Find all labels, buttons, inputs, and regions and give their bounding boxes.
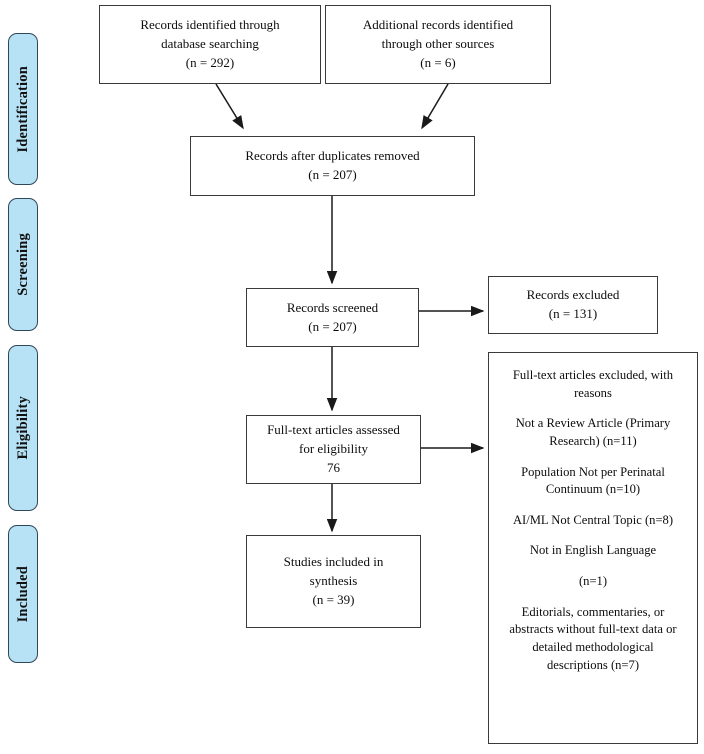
box-records-identified-database: Records identified through database sear… <box>99 5 321 84</box>
exclusion-reason-ai-ml-not-central: AI/ML Not Central Topic (n=8) <box>512 512 674 527</box>
exclusion-reason-not-english-count: (n=1) <box>578 574 608 588</box>
box-text-duplicates-removed: Records after duplicates removed (n = 20… <box>245 148 420 182</box>
box-text-database-search: Records identified through database sear… <box>140 17 280 70</box>
box-records-excluded: Records excluded (n = 131) <box>488 276 658 334</box>
stage-label-screening: Screening <box>14 233 31 296</box>
stage-pill-included: Included <box>8 525 38 663</box>
box-text-studies-included: Studies included in synthesis (n = 39) <box>283 554 384 607</box>
arrow-database-to-duplicates <box>215 83 244 130</box>
stage-label-identification: Identification <box>14 65 31 153</box>
exclusion-reasons-list: Full-text articles excluded, with reason… <box>495 363 691 674</box>
stage-label-included: Included <box>14 565 31 623</box>
stage-label-eligibility: Eligibility <box>14 396 31 460</box>
box-records-screened: Records screened (n = 207) <box>246 288 419 347</box>
box-fulltext-excluded-with-reasons: Full-text articles excluded, with reason… <box>488 352 698 744</box>
exclusion-heading: Full-text articles excluded, with reason… <box>512 368 674 400</box>
exclusion-reason-population: Population Not per Perinatal Continuum (… <box>521 464 665 497</box>
box-fulltext-articles-assessed: Full-text articles assessed for eligibil… <box>246 415 421 484</box>
box-studies-included-in-synthesis: Studies included in synthesis (n = 39) <box>246 535 421 628</box>
box-text-other-sources: Additional records identified through ot… <box>362 17 514 70</box>
exclusion-reason-editorials: Editorials, commentaries, or abstracts w… <box>509 604 677 672</box>
stage-pill-screening: Screening <box>8 198 38 331</box>
box-text-fulltext-assessed: Full-text articles assessed for eligibil… <box>267 422 400 475</box>
box-text-records-excluded: Records excluded (n = 131) <box>526 287 620 321</box>
exclusion-reason-not-review: Not a Review Article (Primary Research) … <box>515 416 671 448</box>
box-records-after-duplicates-removed: Records after duplicates removed (n = 20… <box>190 136 475 196</box>
box-additional-records-other-sources: Additional records identified through ot… <box>325 5 551 84</box>
stage-pill-eligibility: Eligibility <box>8 345 38 511</box>
exclusion-reason-not-english: Not in English Language <box>529 543 657 558</box>
stage-pill-identification: Identification <box>8 33 38 185</box>
arrow-other-to-duplicates <box>421 83 449 130</box>
box-text-records-screened: Records screened (n = 207) <box>286 299 379 334</box>
